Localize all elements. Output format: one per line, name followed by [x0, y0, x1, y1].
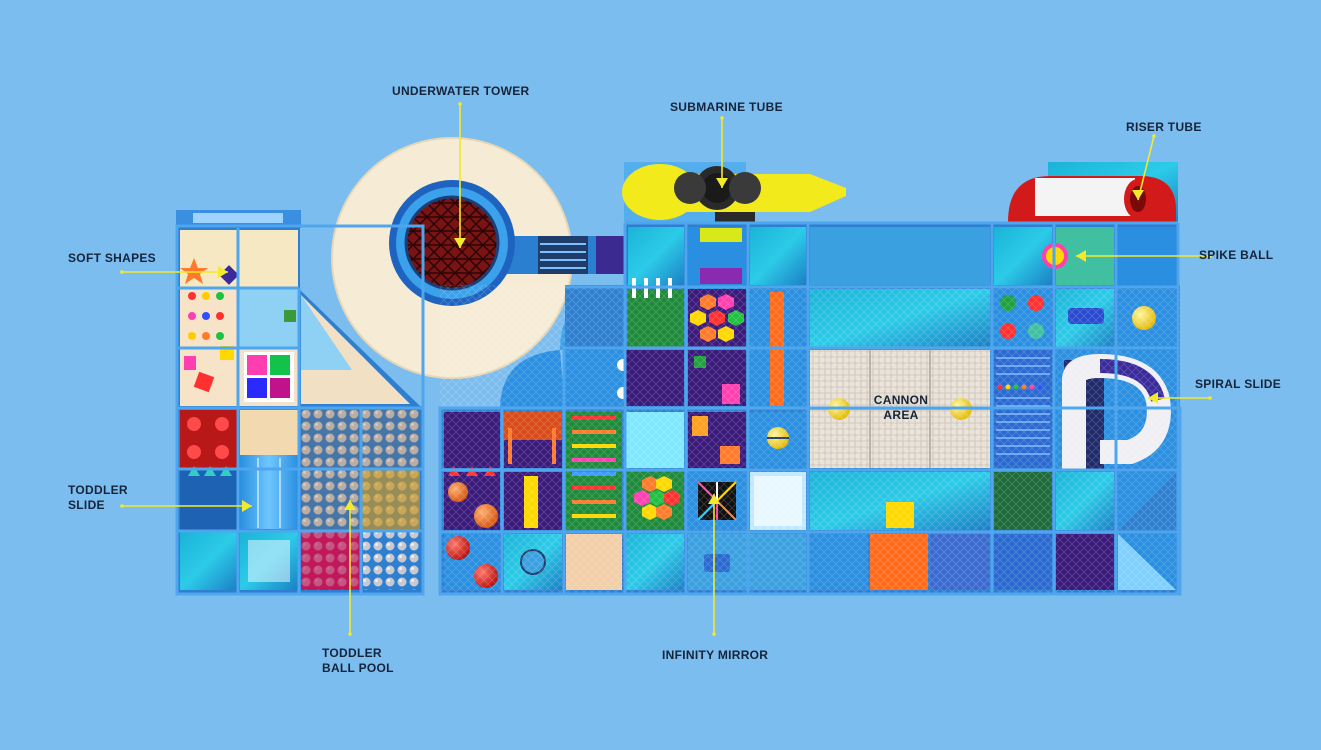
pointer-spiral-slide: [1148, 392, 1212, 404]
label-line: RISER TUBE: [1126, 120, 1202, 134]
label-line: SPIKE BALL: [1199, 248, 1274, 262]
submarine-tube: [622, 162, 846, 222]
label-underwater-tower: UNDERWATER TOWER: [392, 84, 529, 99]
label-spiral-slide: SPIRAL SLIDE: [1195, 377, 1281, 392]
label-spike-ball: SPIKE BALL: [1199, 248, 1273, 263]
pointer-soft-shapes: [120, 266, 228, 278]
label-line: TODDLER: [68, 483, 128, 497]
label-line: AREA: [883, 408, 919, 422]
label-infinity-mirror: INFINITY MIRROR: [662, 648, 768, 663]
label-line: TODDLER: [322, 646, 382, 660]
label-line: BALL POOL: [322, 661, 394, 675]
pointer-infinity-mirror: [708, 494, 720, 636]
riser-tube: [1008, 162, 1178, 224]
label-line: CANNON: [873, 393, 929, 407]
pointer-toddler-ball-pool: [344, 500, 356, 636]
pointer-toddler-slide: [120, 500, 252, 512]
label-pointers: [120, 102, 1212, 636]
label-line: SLIDE: [68, 498, 105, 512]
label-riser-tube: RISER TUBE: [1126, 120, 1202, 135]
label-line: SOFT SHAPES: [68, 251, 156, 265]
label-soft-shapes: SOFT SHAPES: [68, 251, 156, 266]
pointer-spike-ball: [1076, 250, 1212, 262]
label-line: INFINITY MIRROR: [662, 648, 769, 662]
label-submarine-tube: SUBMARINE TUBE: [670, 100, 783, 115]
pointer-riser-tube: [1132, 134, 1156, 201]
main-structure: [438, 221, 1182, 596]
label-line: SUBMARINE TUBE: [670, 100, 783, 114]
pointer-submarine-tube: [716, 116, 728, 188]
label-line: SPIRAL SLIDE: [1195, 377, 1282, 391]
pointer-underwater-tower: [454, 102, 466, 248]
underwater-tower: [331, 137, 626, 379]
toddler-area: [175, 210, 425, 596]
label-line: UNDERWATER TOWER: [392, 84, 530, 98]
